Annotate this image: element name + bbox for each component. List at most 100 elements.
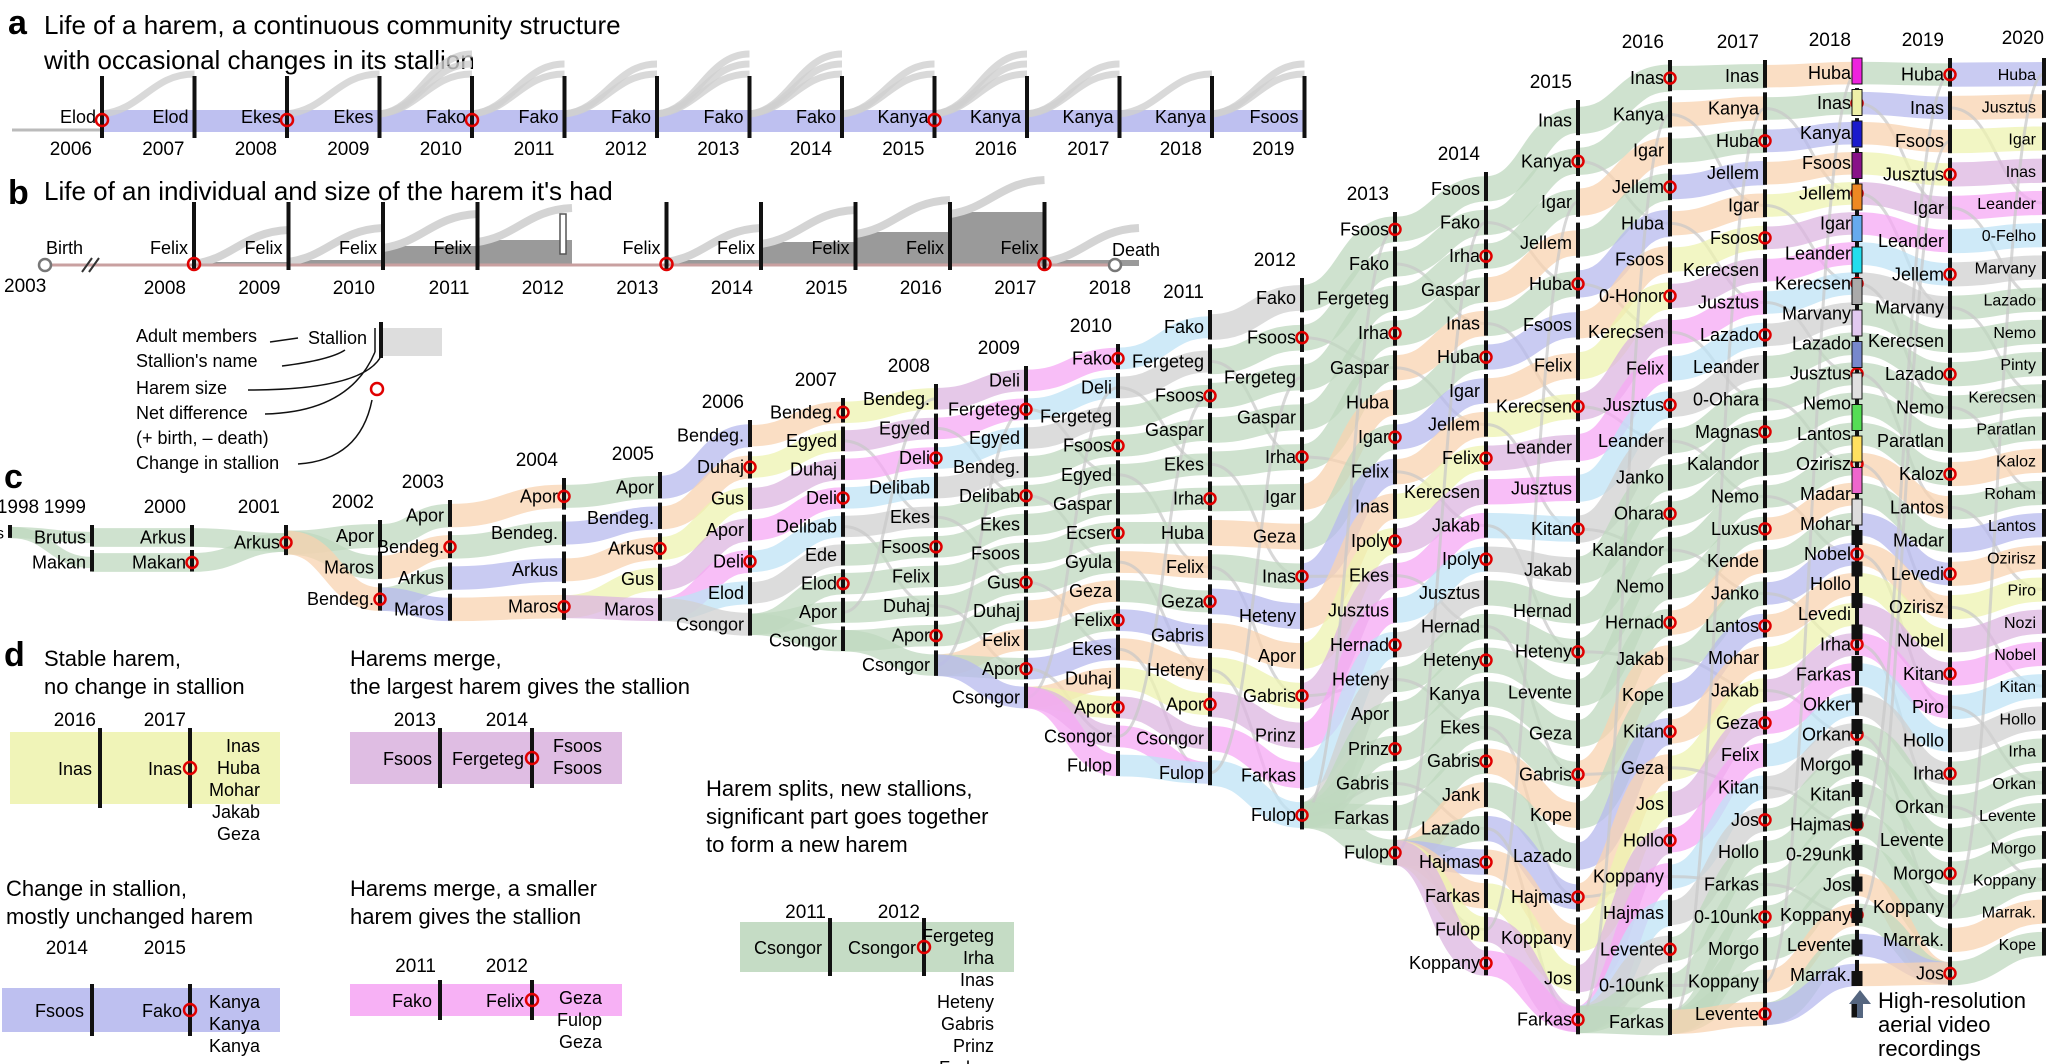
stallion-label: Heteny (1147, 660, 1204, 680)
harem-flow (1117, 384, 1211, 428)
stallion-label: Fsoos (1710, 228, 1759, 248)
aerial-harem-square (1851, 89, 1863, 116)
stallion-label: Fako (1349, 254, 1389, 274)
harem-flow (1394, 411, 1487, 485)
harem-flow (1856, 151, 1951, 186)
stallion-label: Felix (1626, 359, 1664, 379)
stallion-label: Ozirisz (1889, 597, 1944, 617)
stallion-label: Huba (1716, 131, 1760, 151)
stallion-label: Bendeg. (377, 537, 444, 557)
stallion-change-marker (929, 628, 943, 643)
stallion-change-marker (1295, 569, 1309, 584)
aerial-harem-square (1851, 845, 1863, 860)
stallion-label: Kope (1622, 685, 1664, 705)
example-stallion-label: Fsoos (553, 758, 602, 778)
stallion-label: Jusztus (1790, 364, 1851, 384)
harem-flow (1209, 404, 1303, 443)
example-change-marker (182, 760, 198, 776)
birth-year: 2003 (4, 276, 46, 297)
harem-flow (1669, 258, 1766, 309)
harem-flow (1301, 802, 1396, 866)
stallion-label: Maros (508, 597, 558, 617)
stallion-label: Geza (1069, 581, 1113, 601)
stallion-label: Geza (1161, 591, 1205, 611)
other-member-flow (382, 210, 478, 252)
stallion-label: Igar (1449, 381, 1480, 401)
panel-d: d Stable harem,no change in stallion2016… (2, 636, 1014, 1064)
example-stallion-label: Irha (963, 948, 995, 968)
stallion-change-marker (1479, 451, 1493, 465)
harem-flow (1669, 193, 1766, 236)
harem-flow (1393, 613, 1488, 693)
stallion-label: Fako (1440, 213, 1480, 233)
stallion-label: Duhaj (697, 457, 744, 477)
stallion-change-marker (1663, 398, 1677, 412)
stallion-label: Lazado (1513, 846, 1572, 866)
harem-band (934, 110, 1027, 132)
year-label: 2004 (516, 450, 559, 471)
stallion-label: Bendeg. (677, 426, 744, 446)
stallion-label: Fergeteg (1224, 367, 1296, 387)
example-stallion-label: Fako (142, 1001, 182, 1021)
harem-flow (1485, 613, 1579, 665)
stallion-change-marker (1571, 1012, 1585, 1027)
stallion-label: Kaloz (1899, 464, 1944, 484)
stallion-label: Deli (1081, 378, 1112, 398)
stallion-change-marker (94, 112, 110, 128)
harem-flow (749, 430, 844, 478)
stallion-change-marker (1943, 966, 1957, 981)
stallion-label: Geza (1253, 527, 1297, 547)
stallion-label: Hollo (1623, 830, 1664, 850)
harem-flow (935, 427, 1027, 469)
harem-flow (842, 565, 937, 595)
aerial-harem-square (1851, 278, 1863, 305)
stallion-change-marker (1663, 506, 1677, 521)
legend-stallion-name: Stallion's name (136, 351, 258, 371)
example-title-line2: significant part goes together (706, 804, 989, 829)
stallion-label: Apor (1166, 694, 1204, 714)
harem-flow (1575, 754, 1673, 911)
year-label: 2017 (1067, 139, 1109, 160)
aerial-note-line2: aerial video (1878, 1012, 1991, 1037)
example-year: 2014 (46, 938, 89, 959)
stallion-change-marker (836, 405, 850, 420)
aerial-harem-square (1851, 372, 1863, 400)
stallion-label: Felix (1442, 448, 1480, 468)
stallion-label: Fsoos (1155, 386, 1204, 406)
stallion-change-marker (1571, 154, 1585, 169)
stallion-label: Irha (1265, 447, 1297, 467)
harem-flow (563, 475, 661, 508)
year-label: 2013 (1347, 184, 1389, 205)
stallion-label: Nobel (1804, 544, 1851, 564)
harem-flow (1299, 597, 1398, 749)
stallion-label: Janko (1616, 467, 1664, 487)
panel-b-title: Life of an individual and size of the ha… (44, 176, 613, 206)
example-title-line3: to form a new harem (706, 832, 908, 857)
aerial-harem-square (1851, 152, 1863, 179)
stallion-label: Hollo (1810, 574, 1851, 594)
harem-flow (1576, 318, 1672, 421)
harem-flow (1575, 536, 1673, 666)
harem-flow (1209, 444, 1303, 478)
harem-flow (842, 417, 937, 452)
harem-flow (1394, 243, 1487, 312)
example-stallion-label: Csongor (754, 938, 822, 958)
harem-flow (1949, 319, 2045, 354)
harem-flow (1669, 484, 1766, 563)
example-stallion-label: Geza (217, 824, 261, 844)
harem-flow (1025, 493, 1119, 536)
stallion-label: Deli (899, 448, 930, 468)
stallion-label: Farkas (1425, 886, 1480, 906)
year-label: 1999 (44, 497, 86, 518)
example-stallion-label: Fergeteg (922, 926, 994, 946)
stallion-change-marker (1203, 388, 1217, 403)
harem-flow (1669, 290, 1766, 345)
harem-flow (1764, 242, 1858, 282)
harem-flow (1764, 602, 1858, 670)
stallion-change-marker (1571, 767, 1585, 782)
harem-flow (1669, 161, 1766, 200)
example-stallion-label: Inas (226, 736, 260, 756)
stallion-label: Levedi (1798, 604, 1851, 624)
harem-flow (1485, 434, 1579, 471)
harem-flow (1484, 148, 1580, 236)
